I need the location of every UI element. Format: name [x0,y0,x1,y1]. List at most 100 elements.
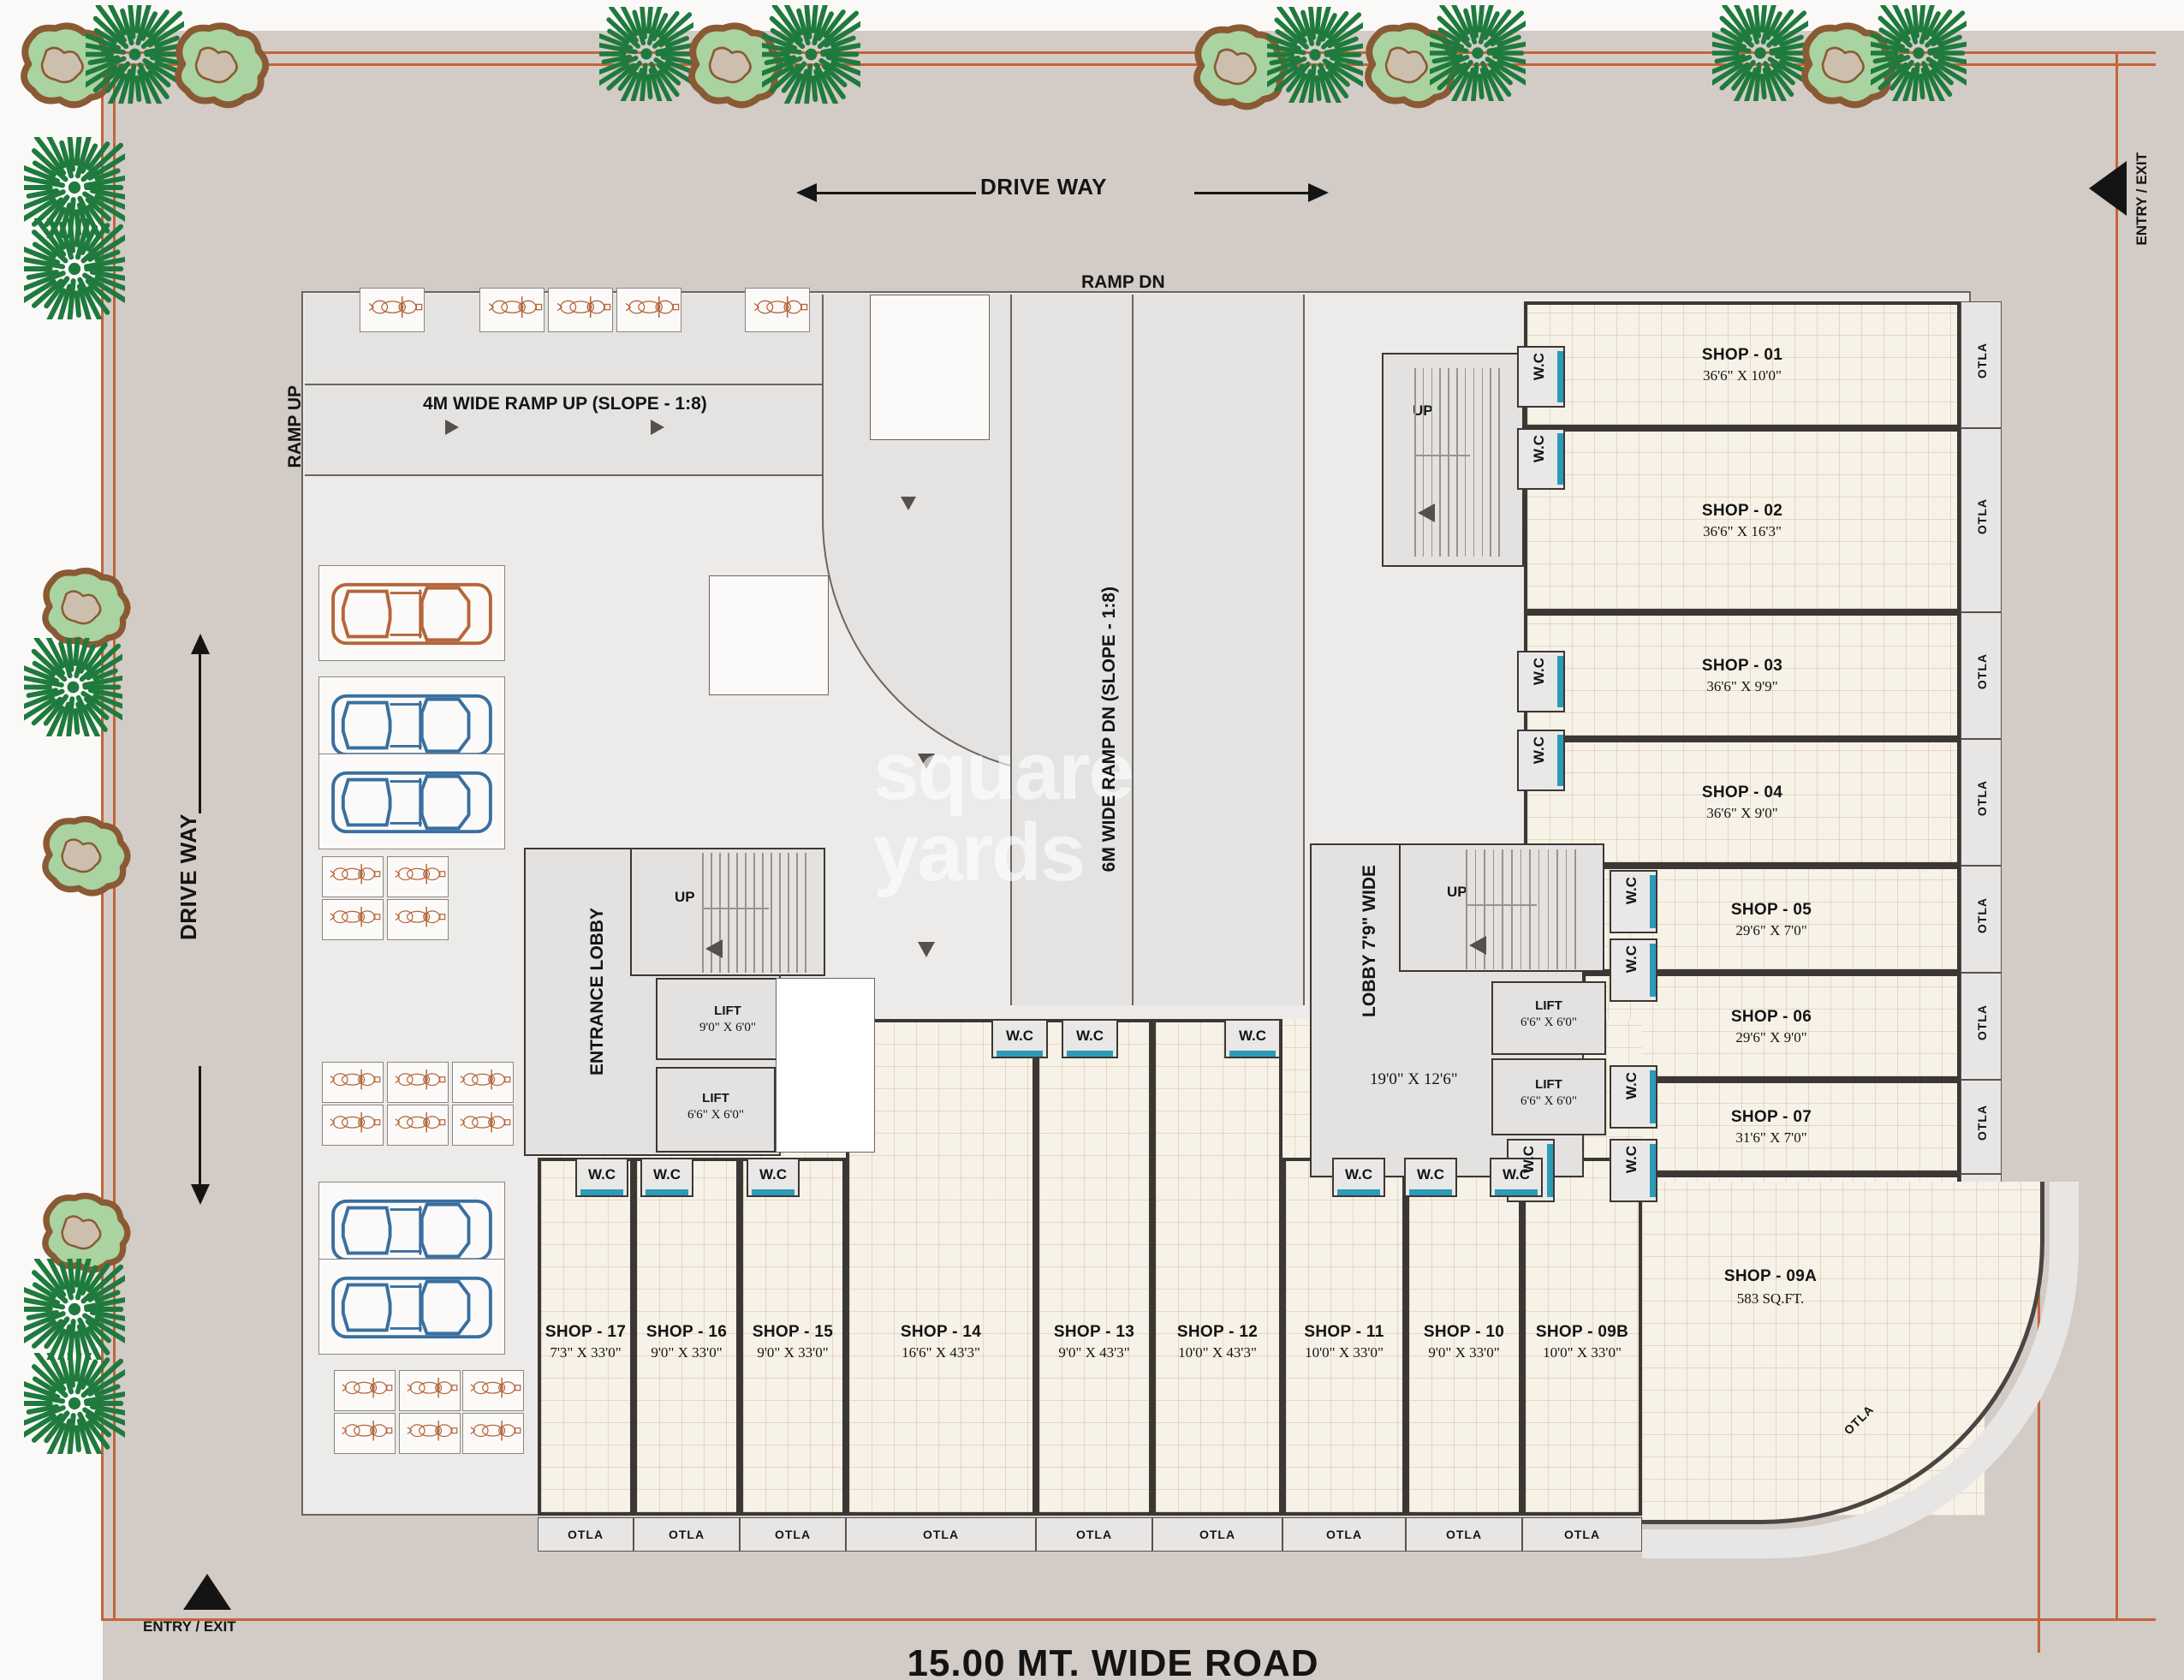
two-wheeler-parking-bay [399,1413,461,1454]
stair-tread [1511,849,1513,969]
two-wheeler-parking-bay [616,288,681,332]
shop-unit[interactable] [1406,1158,1522,1516]
right-staircase[interactable] [1399,843,1604,972]
drive-way-left-arrow-up [191,634,210,654]
car-parking-bay [318,1259,505,1355]
shop-unit[interactable] [1524,428,1961,612]
wc-fixture [646,1189,688,1195]
stair-tread [1481,368,1484,557]
shop-name: SHOP - 07 [1730,1108,1812,1126]
stair-tread [805,853,806,973]
drive-way-top-line-right [1194,192,1310,194]
stair-tread [1439,368,1441,557]
stair-tread [1448,368,1449,557]
otla-label: OTLA [1975,653,1989,690]
stair-tread [745,853,747,973]
shop-unit[interactable] [740,1158,846,1516]
wc-fixture [1650,1144,1656,1197]
two-wheeler-parking-bay [745,288,810,332]
shop-dimension: 29'6" X 7'0" [1735,921,1807,938]
shop-dimension: 31'6" X 7'0" [1735,1129,1807,1146]
lift-2-dim: 6'6" X 6'0" [687,1108,744,1122]
wc-room[interactable] [1610,1139,1657,1202]
shop-unit[interactable] [1522,1158,1642,1516]
ramp-dn-top-label: RAMP DN [1081,272,1165,292]
shop-dimension: 36'6" X 9'9" [1706,678,1778,694]
stair-tread [1414,368,1416,557]
lift-4[interactable] [1491,1058,1606,1135]
wc-fixture [1409,1189,1452,1195]
shop-dimension: 36'6" X 10'0" [1703,367,1782,384]
otla-label: OTLA [922,1528,960,1541]
shop-unit[interactable] [538,1158,634,1516]
right-lobby-dim: 19'0" X 12'6" [1370,1070,1458,1088]
otla-label: OTLA [774,1528,812,1541]
wc-room[interactable] [1517,346,1565,408]
wc-room[interactable] [1610,1065,1657,1129]
wc-room[interactable] [1610,938,1657,1002]
two-wheeler-parking-bay [387,1105,449,1146]
otla-cell [740,1517,846,1552]
palm-tree-icon [1250,0,1375,122]
stair-direction-arrow [1469,935,1486,955]
shop-unit[interactable] [634,1158,740,1516]
otla-cell [1961,973,2002,1080]
two-wheeler-parking-bay [322,1062,384,1103]
shop-unit[interactable] [1524,612,1961,739]
otla-cell [1036,1517,1152,1552]
stair-tread [1466,849,1467,969]
shop-name: SHOP - 11 [1304,1323,1384,1341]
entrance-lobby-label: ENTRANCE LOBBY [587,908,607,1076]
wc-room[interactable] [1517,651,1565,712]
otla-cell [1152,1517,1282,1552]
shop-name: SHOP - 12 [1176,1323,1259,1341]
wc-fixture [1650,875,1656,928]
wc-label: W.C [1623,877,1639,905]
shop-dimension: 36'6" X 16'3" [1703,522,1782,539]
plot-boundary-top2 [101,63,2156,66]
wc-label: W.C [1502,1166,1531,1183]
wc-label: W.C [1623,1072,1639,1100]
otla-cell [1961,428,2002,612]
two-wheeler-parking-bay [479,288,545,332]
shop-unit[interactable] [1524,739,1961,866]
otla-label: OTLA [567,1528,604,1541]
wc-fixture [1557,735,1563,786]
shop-name: SHOP - 17 [545,1323,627,1341]
ramp-dn-arrow-2 [918,942,935,957]
road-title: 15.00 MT. WIDE ROAD [907,1642,1319,1680]
wc-room[interactable] [1517,428,1565,490]
shop-unit[interactable] [1036,1019,1152,1516]
lift-2[interactable] [656,1067,776,1153]
wc-label: W.C [1623,945,1639,974]
stair-tread [1520,849,1522,969]
otla-cell [1961,739,2002,866]
stair-tread [1484,849,1485,969]
shop-unit[interactable] [1524,301,1961,428]
palm-tree-icon [6,618,134,756]
wc-label: W.C [652,1166,681,1183]
stair-tread [1556,849,1558,969]
otla-cell [634,1517,740,1552]
top-right-staircase[interactable] [1382,353,1524,567]
watermark-line-1: square [873,725,1134,817]
two-wheeler-parking-bay [387,856,449,897]
shop-unit[interactable] [846,1019,1036,1516]
right-up-label: UP [1447,884,1467,900]
two-wheeler-parking-bay [452,1062,514,1103]
otla-label: OTLA [1445,1528,1483,1541]
otla-label: OTLA [1975,343,1989,379]
shop-unit[interactable] [1152,1019,1282,1516]
wc-room[interactable] [1610,870,1657,933]
shrub-tree-icon [31,796,135,905]
two-wheeler-parking-bay [322,1105,384,1146]
palm-tree-icon [6,1332,138,1474]
lift-3[interactable] [1491,981,1606,1055]
shaft-mid [709,575,829,695]
shop-unit[interactable] [1282,1158,1406,1516]
two-wheeler-parking-bay [322,856,384,897]
two-wheeler-parking-bay [387,899,449,940]
stair-tread [1492,849,1495,969]
wc-room[interactable] [1517,730,1565,791]
